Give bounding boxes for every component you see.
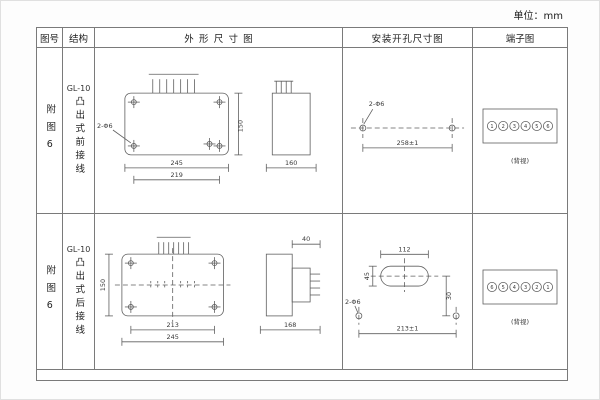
svg-text:3: 3 (513, 124, 516, 130)
svg-text:3: 3 (524, 285, 527, 291)
svg-text:6: 6 (490, 285, 493, 291)
svg-text:40: 40 (302, 235, 310, 243)
view-label: (背视) (511, 317, 529, 326)
cell-outline-row1: 2-Φ6 245 219 150 (95, 48, 343, 214)
hole-callout: 2-Φ6 (363, 100, 385, 124)
svg-text:213: 213 (167, 320, 179, 328)
svg-text:30: 30 (445, 291, 453, 299)
dimension-width: 245 (121, 332, 224, 346)
side-view (265, 253, 321, 316)
dimension-slot-height: 45 (363, 265, 377, 286)
dimension-hole-span: 258±1 (362, 138, 453, 152)
svg-text:2-Φ6: 2-Φ6 (369, 100, 385, 108)
header-install-drawing: 安装开孔尺寸图 (343, 28, 473, 48)
cell-structure-row2: GL-10 凸出式后接线 (63, 214, 95, 370)
svg-text:258±1: 258±1 (397, 138, 419, 146)
cell-figure-no-row2: 附图6 (37, 214, 63, 370)
cell-terminal-row1: 1 2 3 4 5 6 (背视) (473, 48, 567, 214)
figure-no-label: 附图6 (44, 264, 56, 319)
side-view (271, 80, 311, 155)
front-view (124, 73, 229, 155)
svg-text:245: 245 (167, 332, 179, 340)
svg-text:2: 2 (535, 285, 538, 291)
dimension-slot-width: 112 (380, 245, 429, 258)
dimension-height: 150 (234, 92, 244, 155)
front-view (114, 236, 231, 322)
mounting-hole-right (448, 117, 456, 138)
outline-drawing-front-wiring: 2-Φ6 245 219 150 (97, 73, 317, 184)
cell-figure-no-row1: 附图6 (37, 48, 63, 214)
svg-text:213±1: 213±1 (397, 324, 419, 332)
svg-text:219: 219 (170, 170, 182, 178)
dimension-block-width: 40 (291, 235, 321, 248)
mounting-hole-right (452, 306, 460, 325)
mounting-hole-callout: 2-Φ6 (97, 122, 132, 143)
terminal-drawing-front-wiring: 1 2 3 4 5 6 (背视) (482, 108, 558, 165)
hole-label: 2-Φ6 (97, 122, 113, 130)
svg-text:168: 168 (284, 320, 296, 328)
structure-type-label: 凸出式后接线 (73, 257, 85, 338)
svg-text:112: 112 (398, 245, 410, 253)
view-label: (背视) (511, 156, 529, 165)
header-structure: 结构 (63, 28, 95, 48)
dimension-depth: 160 (265, 158, 317, 172)
svg-text:150: 150 (236, 119, 244, 131)
mounting-hole-left (359, 117, 367, 138)
dimension-depth: 168 (259, 320, 321, 334)
spec-table: 图号 结构 外形尺寸图 安装开孔尺寸图 端子图 附图6 GL-10 凸出式前接线 (36, 27, 568, 381)
cell-install-row2: 112 45 2-Φ6 (343, 214, 473, 370)
svg-text:160: 160 (285, 158, 297, 166)
svg-text:4: 4 (513, 285, 516, 291)
cell-install-row1: 2-Φ6 258±1 (343, 48, 473, 214)
dimension-hole-span: 219 (133, 170, 220, 184)
install-drawing-front-wiring: 2-Φ6 258±1 (350, 100, 465, 152)
mounting-hole-left (355, 306, 363, 325)
svg-text:6: 6 (546, 124, 549, 130)
cutout-slot (370, 257, 439, 292)
model-label: GL-10 (66, 84, 91, 93)
svg-text:245: 245 (170, 158, 182, 166)
svg-text:4: 4 (524, 124, 527, 130)
install-drawing-rear-wiring: 112 45 2-Φ6 (345, 245, 460, 338)
unit-label: 单位：mm (513, 11, 563, 22)
header-terminal-drawing: 端子图 (473, 28, 567, 48)
svg-text:2-Φ6: 2-Φ6 (345, 297, 361, 305)
dimension-width: 245 (124, 158, 229, 172)
hole-callout: 2-Φ6 (345, 297, 361, 313)
svg-text:150: 150 (99, 278, 107, 290)
dimension-hole-span: 213 (130, 320, 215, 334)
svg-text:45: 45 (363, 272, 371, 280)
header-figure-no: 图号 (37, 28, 63, 48)
dimension-hole-span: 213±1 (358, 324, 457, 338)
figure-no-label: 附图6 (44, 103, 56, 158)
cell-outline-row2: 150 213 245 (95, 214, 343, 370)
dimension-offset: 30 (442, 275, 453, 316)
dimension-height: 150 (99, 253, 113, 316)
svg-text:5: 5 (502, 285, 505, 291)
structure-type-label: 凸出式前接线 (73, 96, 85, 177)
svg-text:1: 1 (546, 285, 549, 291)
header-outline-drawing: 外形尺寸图 (95, 28, 343, 48)
cell-terminal-row2: 6 5 4 3 2 1 (背视) (473, 214, 567, 370)
outline-drawing-rear-wiring: 150 213 245 (99, 235, 321, 346)
svg-text:2: 2 (502, 124, 505, 130)
cell-structure-row1: GL-10 凸出式前接线 (63, 48, 95, 214)
terminal-drawing-rear-wiring: 6 5 4 3 2 1 (背视) (482, 269, 558, 326)
svg-text:5: 5 (535, 124, 538, 130)
table-footer-strip (37, 370, 567, 380)
model-label: GL-10 (66, 245, 91, 254)
svg-text:1: 1 (490, 124, 493, 130)
